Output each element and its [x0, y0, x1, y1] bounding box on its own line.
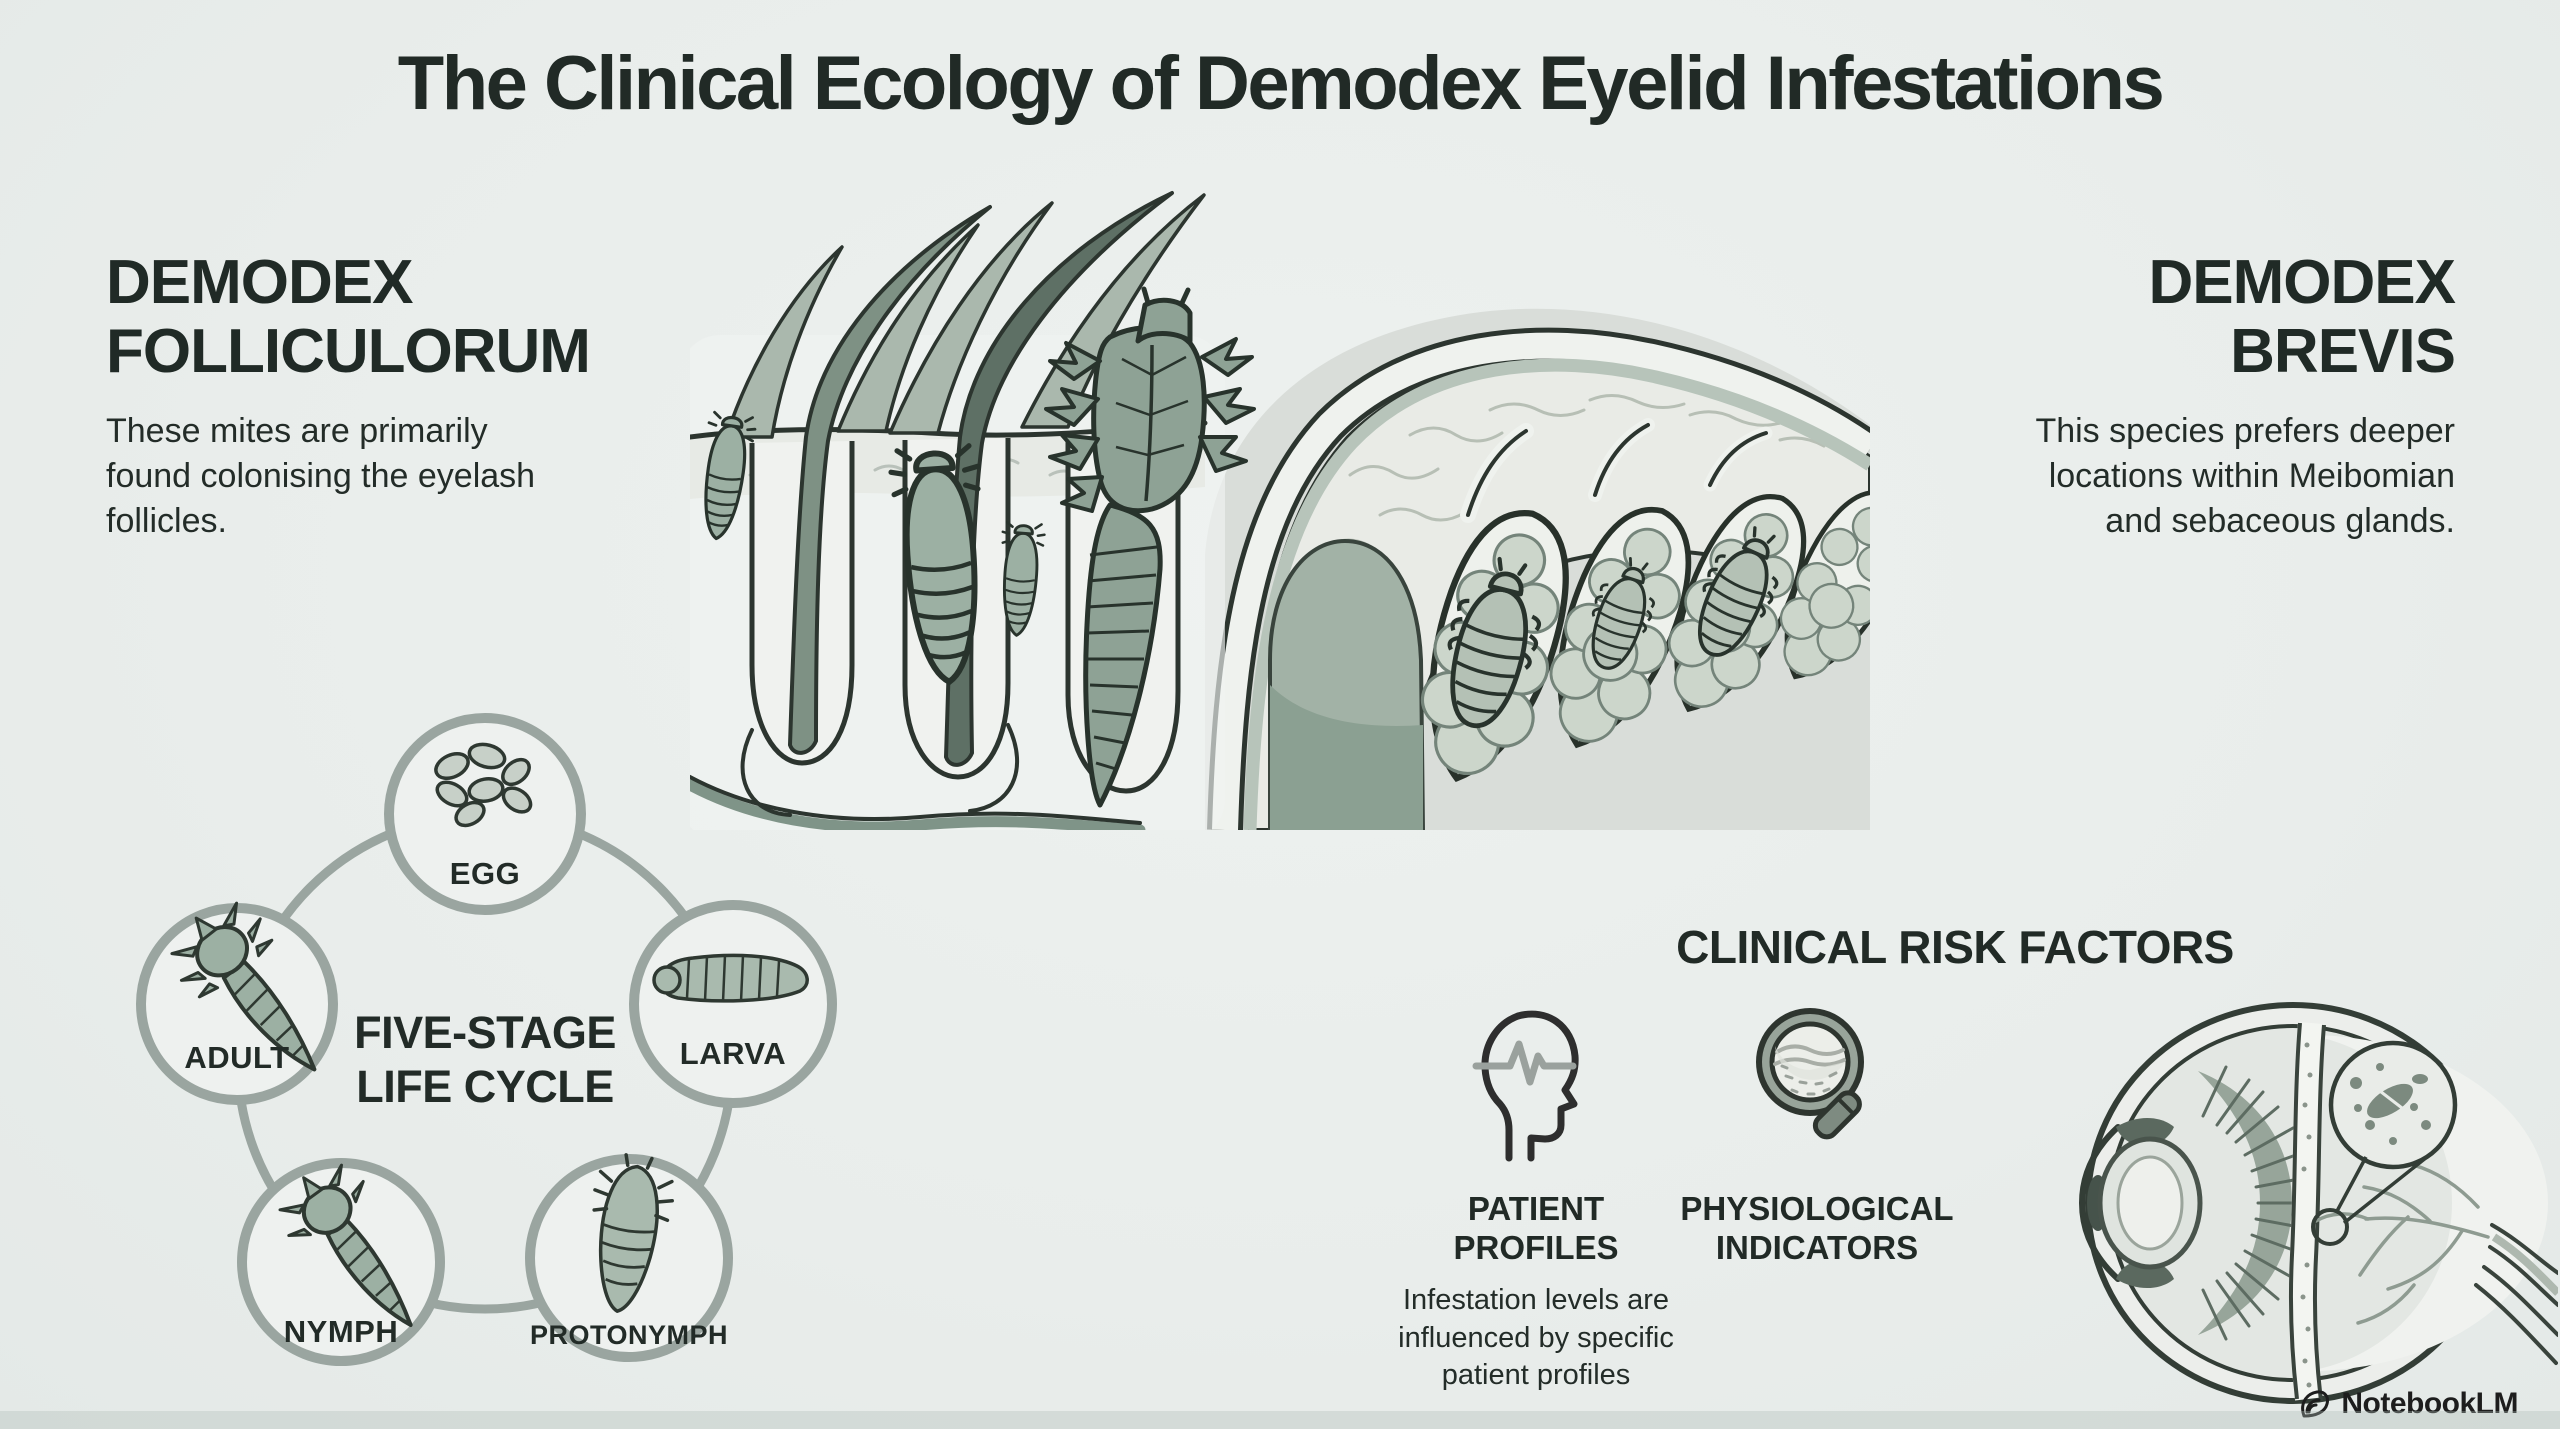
demodex-folliculorum-heading: DEMODEX FOLLICULORUM	[106, 248, 591, 387]
stage-larva-circle	[629, 900, 837, 1108]
nymph-icon	[278, 1163, 413, 1327]
life-cycle-title-line1: FIVE-STAGE	[354, 1007, 616, 1058]
demodex-folliculorum-block: DEMODEX FOLLICULORUM These mites are pri…	[106, 248, 626, 545]
stage-adult-label: ADULT	[184, 1040, 289, 1075]
notebooklm-logo-icon	[2301, 1390, 2330, 1418]
watermark-text: NotebookLM	[2341, 1387, 2518, 1420]
magnifying-glass-sample-icon	[1756, 1008, 1864, 1140]
adult-mite-icon	[170, 901, 317, 1072]
larva-icon	[652, 953, 809, 1003]
page-title: The Clinical Ecology of Demodex Eyelid I…	[397, 41, 2165, 126]
watermark: NotebookLM	[2297, 1387, 2518, 1421]
bottom-strip	[0, 1411, 2560, 1429]
risk-factors-caption: Infestation levels are influenced by spe…	[1398, 1284, 1674, 1392]
life-cycle-diagram: EGG LARVA PROTONYMPH NYMPH	[136, 713, 837, 1366]
physiological-indicators-label: PHYSIOLOGICAL INDICATORS	[1680, 1190, 1954, 1266]
stage-protonymph-label: PROTONYMPH	[530, 1320, 728, 1350]
large-demodex-mite	[1044, 286, 1256, 808]
demodex-brevis-block: DEMODEX BREVIS This species prefers deep…	[1935, 248, 2456, 545]
life-cycle-title-line2: LIFE CYCLE	[356, 1061, 614, 1112]
egg-cluster-icon	[434, 742, 533, 828]
eye-anatomy-illustration	[2078, 1002, 2558, 1404]
stage-egg-label: EGG	[450, 856, 520, 891]
demodex-brevis-heading: DEMODEX BREVIS	[2148, 248, 2456, 387]
clinical-risk-factors-heading: CLINICAL RISK FACTORS	[1676, 921, 2234, 973]
demodex-folliculorum-description: These mites are primarily found colonisi…	[106, 411, 536, 541]
head-profile-ecg-icon	[1472, 1010, 1579, 1162]
patient-profiles-label: PATIENT PROFILES	[1453, 1190, 1619, 1266]
eyelid-cross-section-illustration	[690, 191, 1870, 830]
demodex-brevis-description: This species prefers deeper locations wi…	[2035, 411, 2455, 541]
protonymph-icon	[592, 1153, 674, 1314]
stage-nymph-label: NYMPH	[284, 1314, 398, 1349]
stage-larva-label: LARVA	[680, 1036, 786, 1071]
